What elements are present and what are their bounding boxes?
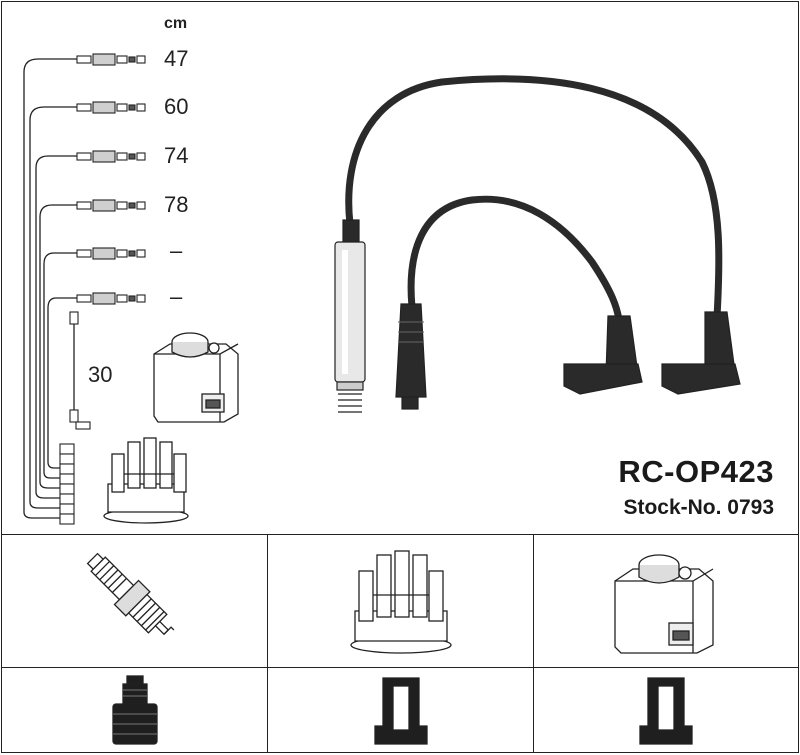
wire-length-label: – bbox=[170, 238, 183, 263]
wire-length-label: 47 bbox=[164, 46, 189, 71]
component-row-2 bbox=[2, 668, 798, 752]
distributor-cap-cell bbox=[268, 535, 534, 667]
wire-length-label: 78 bbox=[164, 192, 189, 217]
wire-length-label: – bbox=[170, 284, 183, 309]
stock-number: Stock-No. 0793 bbox=[623, 496, 774, 519]
spark-plug-icon bbox=[86, 552, 174, 636]
spark-plug-boot bbox=[334, 241, 366, 413]
wire-length-label: 60 bbox=[164, 94, 189, 119]
coil-terminal-icon bbox=[639, 677, 693, 745]
wire-length-label: 74 bbox=[164, 143, 189, 168]
distributor-cap-icon bbox=[349, 550, 452, 654]
long-ignition-cable bbox=[345, 75, 723, 321]
unit-label: cm bbox=[164, 15, 188, 32]
plug-connector-icon bbox=[111, 675, 158, 745]
short-ignition-cable bbox=[407, 195, 623, 324]
coil-terminal-cell bbox=[534, 668, 798, 752]
ignition-coil-icon bbox=[153, 332, 239, 423]
wiring-diagram bbox=[23, 53, 741, 525]
cable-set-panel: cm 47 60 74 78 – – 30 RC-OP423 Stock-No.… bbox=[2, 2, 798, 535]
cap-terminal-icon bbox=[373, 677, 428, 745]
ignition-coil-cell bbox=[534, 535, 798, 667]
spark-plug-cell bbox=[2, 535, 268, 667]
ignition-coil-icon bbox=[614, 554, 714, 654]
product-code: RC-OP423 bbox=[618, 454, 774, 489]
plug-connector-cell bbox=[2, 668, 268, 752]
component-row-1 bbox=[2, 535, 798, 668]
coil-wire-length-label: 30 bbox=[88, 362, 113, 387]
cap-terminal-cell bbox=[268, 668, 534, 752]
distributor-cap-icon bbox=[103, 437, 189, 524]
